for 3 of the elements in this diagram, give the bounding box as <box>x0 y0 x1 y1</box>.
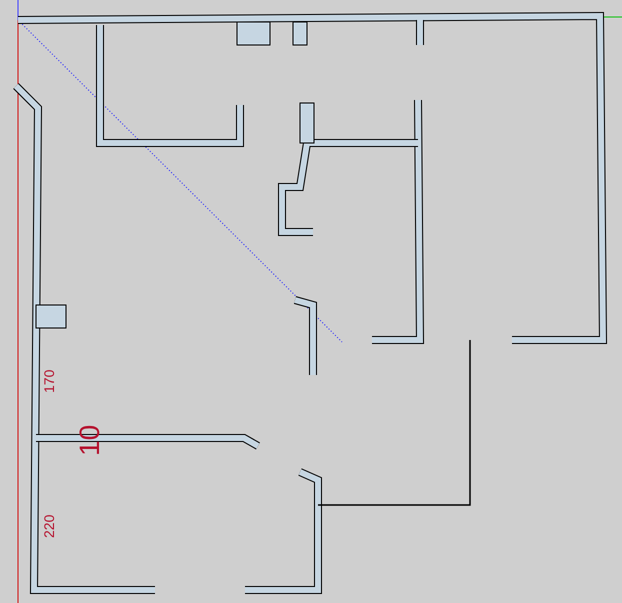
dimension-label: 170 <box>42 370 56 393</box>
dimension-label: 220 <box>42 514 56 538</box>
dimension-label: 10 <box>76 424 104 456</box>
